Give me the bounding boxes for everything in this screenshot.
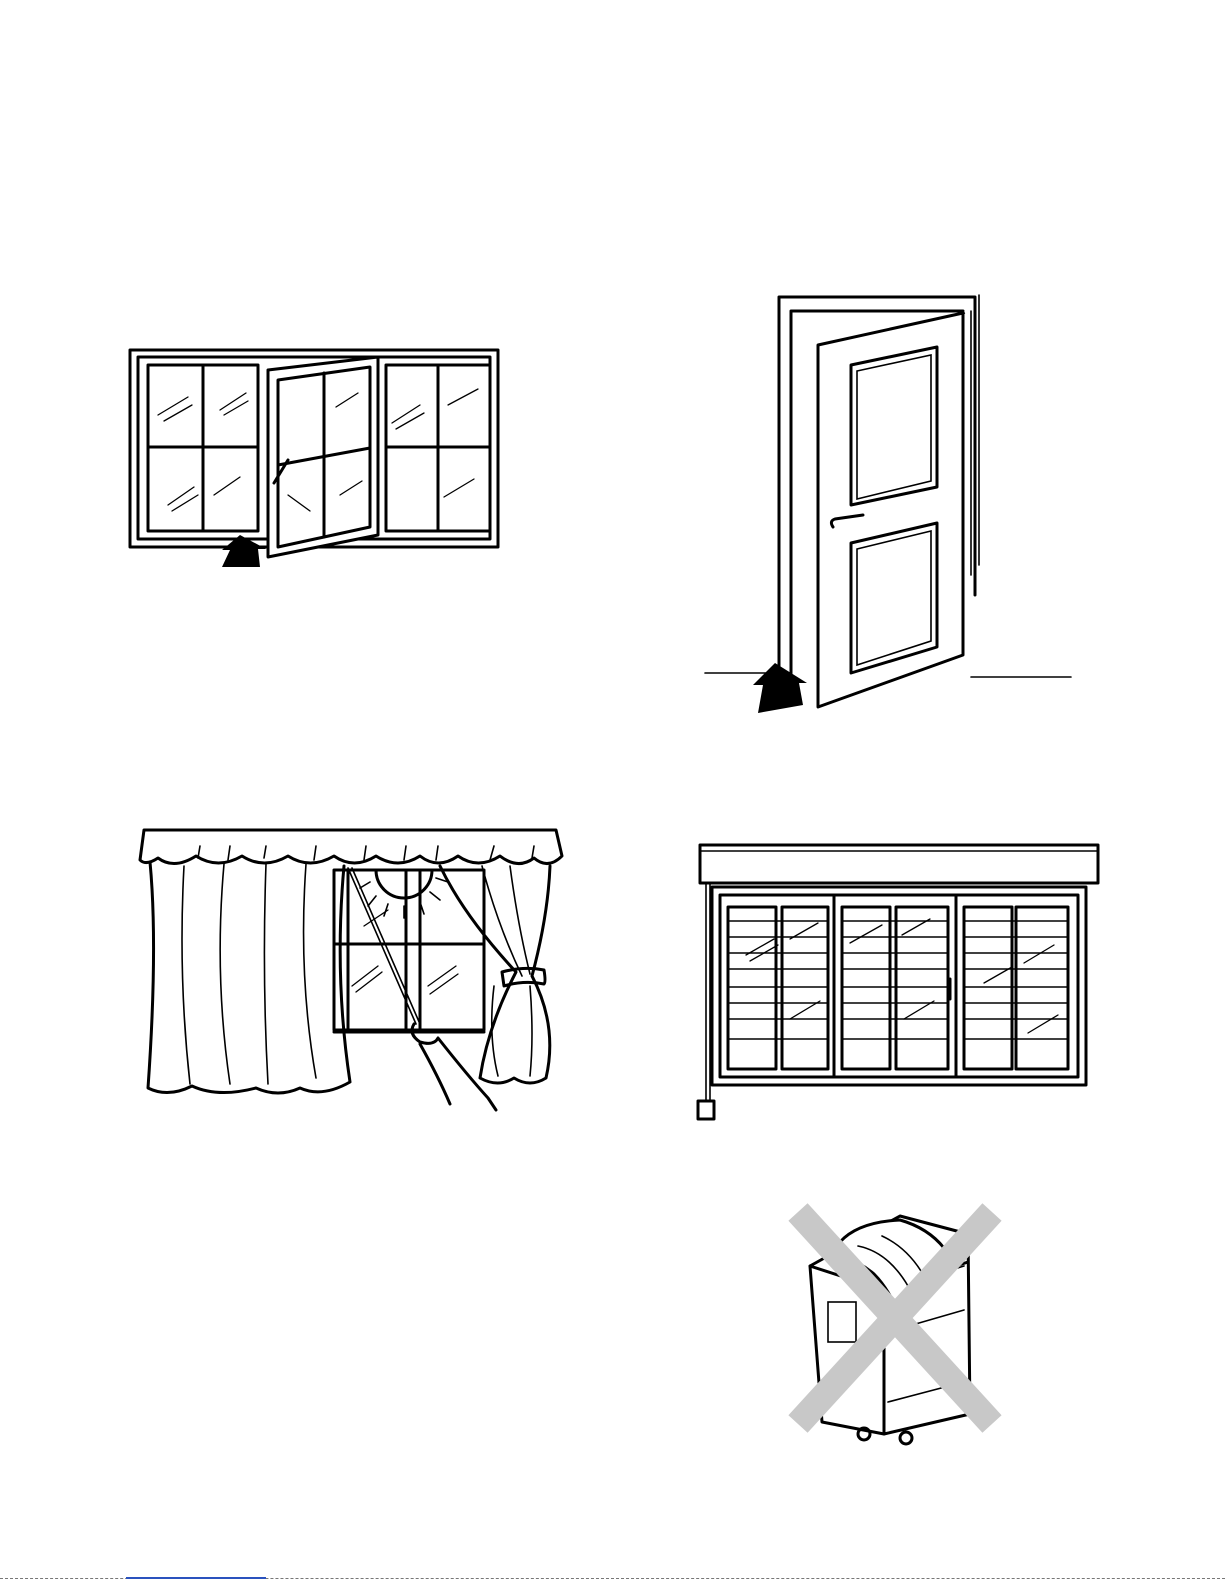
draw-curtains-illustration	[138, 826, 566, 1120]
page-link-underline[interactable]	[126, 1577, 266, 1579]
do-not-cover-unit-illustration	[788, 1202, 1002, 1452]
window-blinds-icon	[694, 843, 1100, 1123]
open-door-icon	[703, 295, 1073, 720]
covered-appliance-prohibited-icon	[788, 1202, 1002, 1452]
window-blinds-illustration	[694, 843, 1100, 1123]
curtains-drawn-back-icon	[138, 826, 566, 1120]
casement-window-open-icon	[128, 345, 504, 570]
open-door-illustration	[703, 295, 1073, 720]
open-window-illustration	[128, 345, 504, 570]
